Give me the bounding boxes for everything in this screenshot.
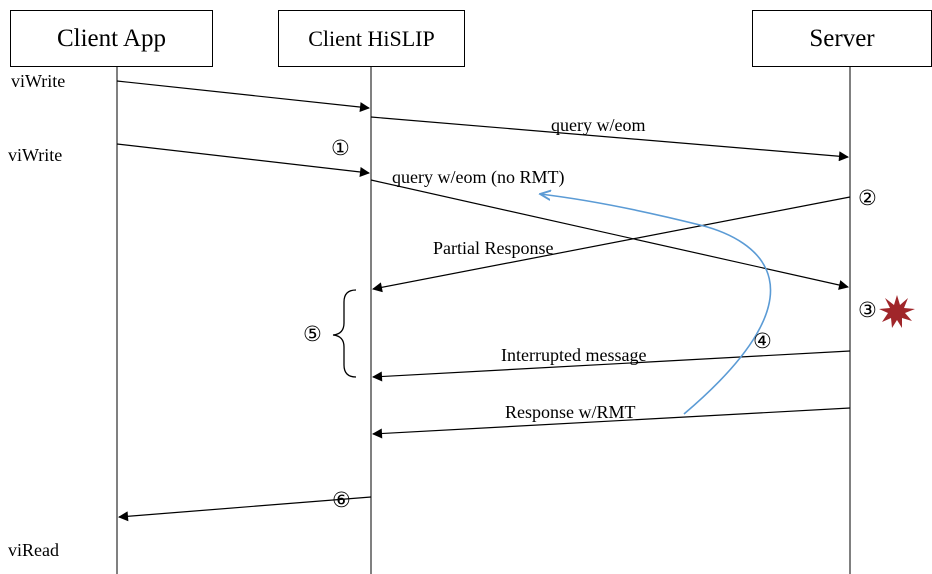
arrow-viread <box>118 496 372 522</box>
call-label-viwrite-1: viWrite <box>11 71 66 91</box>
participant-client-app: Client App <box>10 10 213 67</box>
step-marker-4: ④ <box>753 329 772 353</box>
participant-server-label: Server <box>809 24 875 52</box>
call-label-viread: viRead <box>8 540 59 560</box>
participant-client-hislip: Client HiSLIP <box>278 10 465 67</box>
burst-icon <box>879 295 915 328</box>
step-marker-3: ③ <box>858 298 877 322</box>
step-marker-5: ⑤ <box>303 322 322 346</box>
participant-client-hislip-label: Client HiSLIP <box>308 25 435 51</box>
annotation-curve <box>540 194 772 415</box>
arrow-partial-response <box>372 196 851 293</box>
arrow-query-eom-no-rmt <box>370 179 849 290</box>
arrow-response-rmt <box>372 407 851 439</box>
step-marker-1: ① <box>331 136 350 160</box>
message-label-query-eom-no-rmt: query w/eom (no RMT) <box>392 167 565 187</box>
message-label-partial-response: Partial Response <box>433 238 554 258</box>
participant-client-app-label: Client App <box>56 24 167 52</box>
arrow-query-eom <box>370 116 849 162</box>
message-label-query-eom: query w/eom <box>551 115 646 135</box>
message-label-interrupted-message: Interrupted message <box>501 345 647 365</box>
arrow-viwrite-2 <box>116 143 370 177</box>
step-marker-2: ② <box>858 186 877 210</box>
brace-bracket <box>332 289 357 378</box>
step-marker-6: ⑥ <box>332 488 351 512</box>
message-label-response-rmt: Response w/RMT <box>505 402 636 422</box>
arrow-viwrite-1 <box>116 80 370 113</box>
arrow-interrupted-message <box>372 350 851 382</box>
call-label-viwrite-2: viWrite <box>8 145 63 165</box>
participant-server: Server <box>752 10 932 67</box>
